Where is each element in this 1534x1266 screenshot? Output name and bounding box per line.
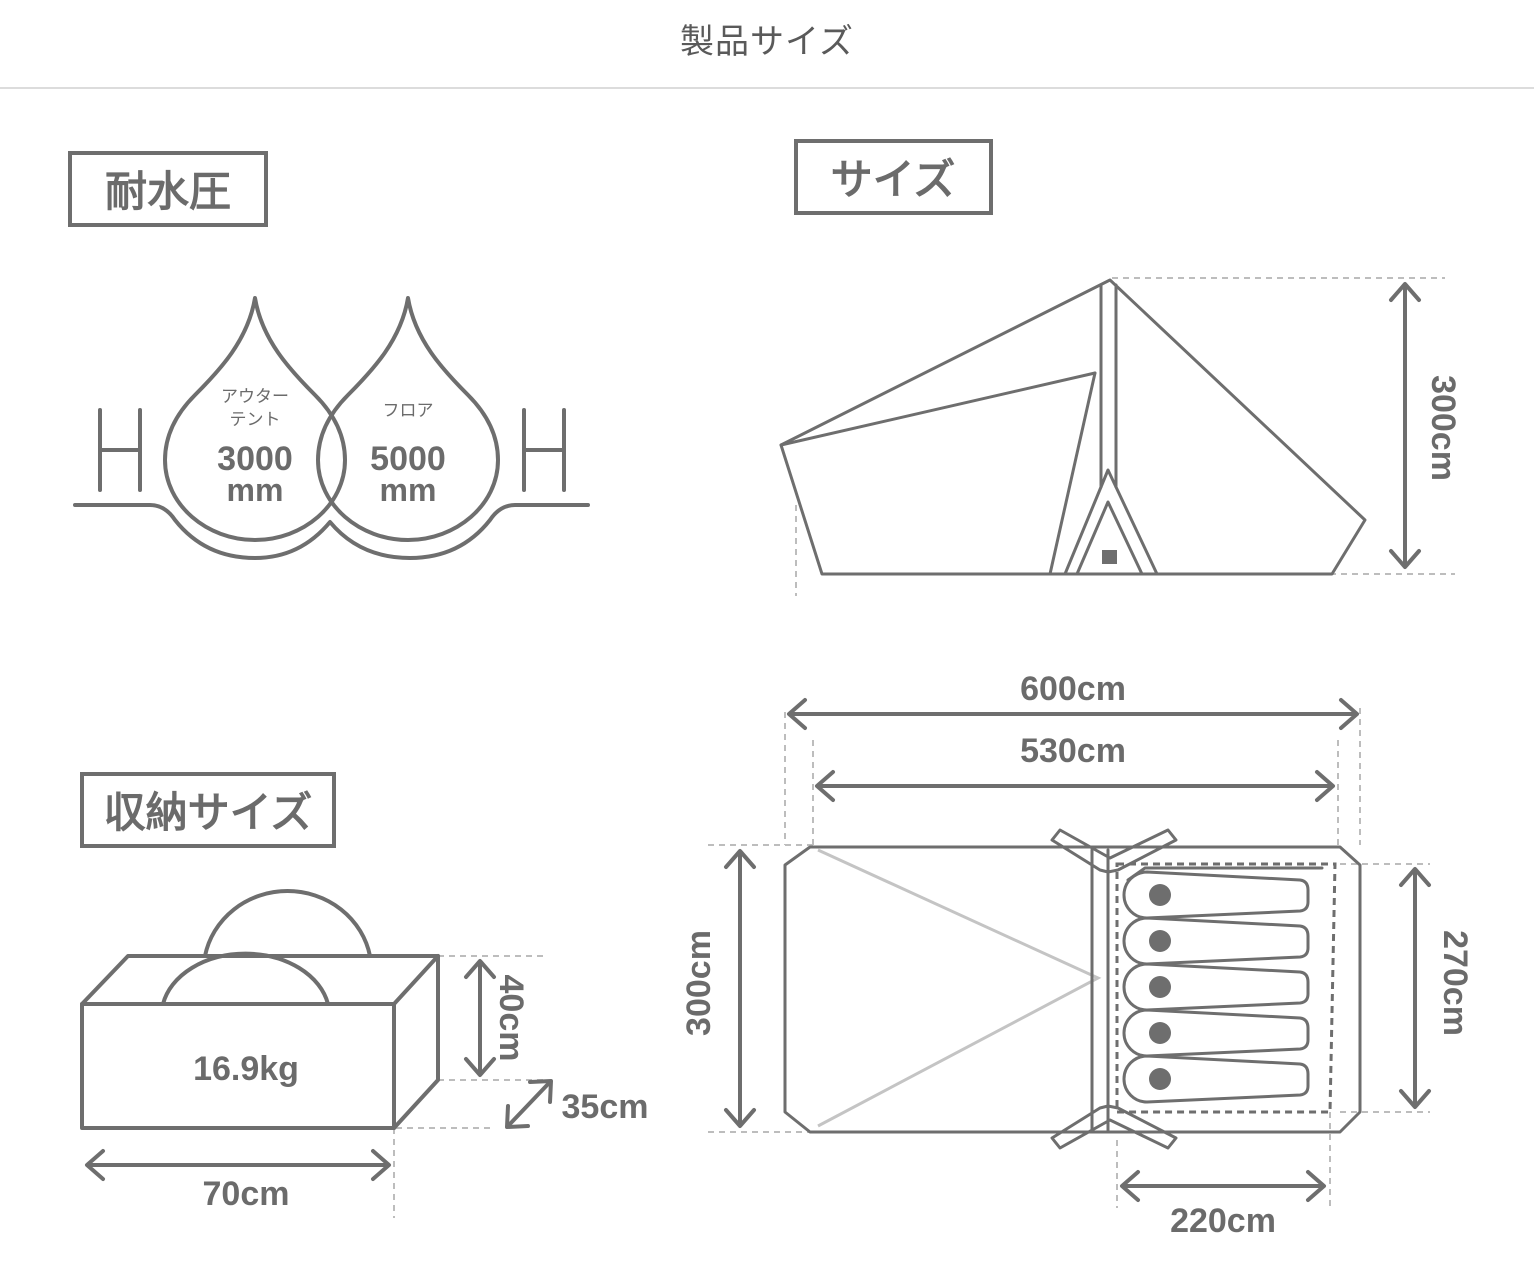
storage-title-box xyxy=(80,772,336,848)
page-title: 製品サイズ xyxy=(680,22,854,62)
tent-side-outline xyxy=(779,278,1367,576)
inner-width-label: 270cm xyxy=(1436,930,1474,1036)
size-side-view: サイズ 300cm xyxy=(779,139,1462,596)
outer-tent-value: 3000 xyxy=(217,440,293,478)
floor-value: 5000 xyxy=(370,440,446,478)
sleeping-bags xyxy=(1122,870,1310,1104)
width-label: 300cm xyxy=(680,930,718,1036)
floor-label: フロア xyxy=(383,401,434,421)
size-title-box xyxy=(794,139,993,215)
outer-tent-label-2: テント xyxy=(230,410,281,430)
water-resistance-section: 耐水圧 アウター テント 3000 mm フロア 5000 mm xyxy=(68,151,590,560)
door-logo xyxy=(1102,550,1117,564)
water-resistance-title: 耐水圧 xyxy=(105,167,231,216)
size-title: サイズ xyxy=(831,155,956,204)
water-resistance-title-box xyxy=(68,151,268,227)
inner-depth-label: 220cm xyxy=(1170,1202,1276,1240)
storage-width-label: 70cm xyxy=(203,1175,290,1213)
ground-line xyxy=(73,503,590,560)
storage-height-label: 40cm xyxy=(492,975,530,1062)
side-height-label: 300cm xyxy=(1424,375,1462,481)
right-h-mark xyxy=(522,408,566,492)
floor-unit: mm xyxy=(380,472,437,508)
outer-tent-unit: mm xyxy=(227,472,284,508)
outer-tent-drop xyxy=(163,296,347,542)
total-length-label: 600cm xyxy=(1020,670,1126,708)
weight-label: 16.9kg xyxy=(193,1050,299,1088)
bag-handle-front xyxy=(161,951,330,1006)
side-height-arrow xyxy=(1389,282,1421,569)
floor-drop xyxy=(316,296,500,542)
storage-bag xyxy=(80,954,440,1130)
storage-depth-label: 35cm xyxy=(562,1088,649,1126)
inner-length-label: 530cm xyxy=(1020,732,1126,770)
outer-tent-label-1: アウター xyxy=(221,387,289,407)
left-h-mark xyxy=(98,408,142,492)
title-divider xyxy=(0,87,1534,89)
storage-title: 収納サイズ xyxy=(104,788,313,837)
storage-section: 収納サイズ 16.9kg 40cm 35cm 70cm xyxy=(80,772,649,1218)
bag-handle-back xyxy=(203,889,372,958)
tent-top-outline xyxy=(783,845,1362,1134)
size-top-view: 600cm 530cm xyxy=(680,670,1474,1240)
